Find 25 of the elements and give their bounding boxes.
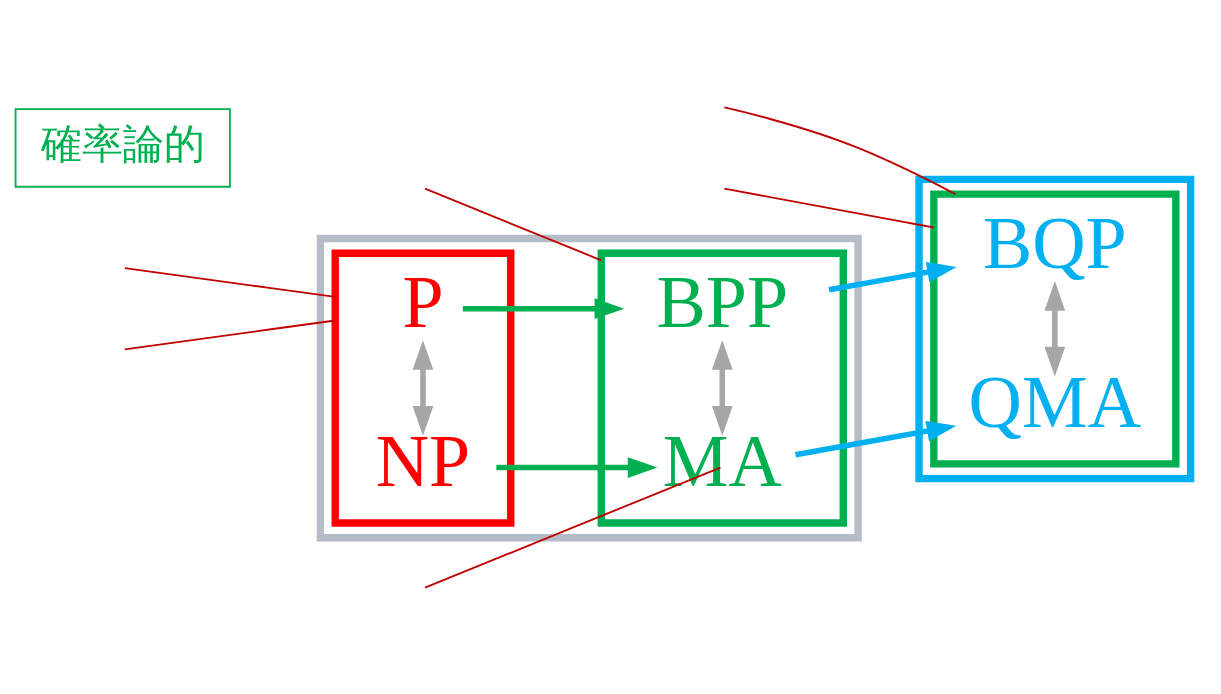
connector (123, 319, 337, 350)
arrow (828, 261, 957, 293)
cluster (930, 189, 1180, 468)
cluster (597, 249, 847, 527)
node-text: QMA (968, 360, 1142, 443)
arrow (496, 456, 658, 478)
arrow (1044, 280, 1066, 376)
node-box: 確率論的 (14, 107, 231, 188)
connector (723, 105, 957, 195)
node-text: BQP (982, 201, 1127, 284)
node-text: BPP (656, 260, 789, 343)
connector (424, 187, 603, 261)
node-text: NP (375, 419, 471, 502)
arrow (711, 339, 733, 436)
arrow (412, 339, 434, 436)
arrow (462, 297, 625, 319)
cluster (331, 249, 515, 527)
node-text: P (402, 260, 444, 343)
cluster (316, 234, 862, 541)
connector (123, 266, 337, 298)
connector (424, 466, 722, 588)
cluster (915, 175, 1195, 482)
node-text: MA (662, 419, 782, 502)
connector (723, 187, 935, 228)
arrow (795, 420, 957, 457)
